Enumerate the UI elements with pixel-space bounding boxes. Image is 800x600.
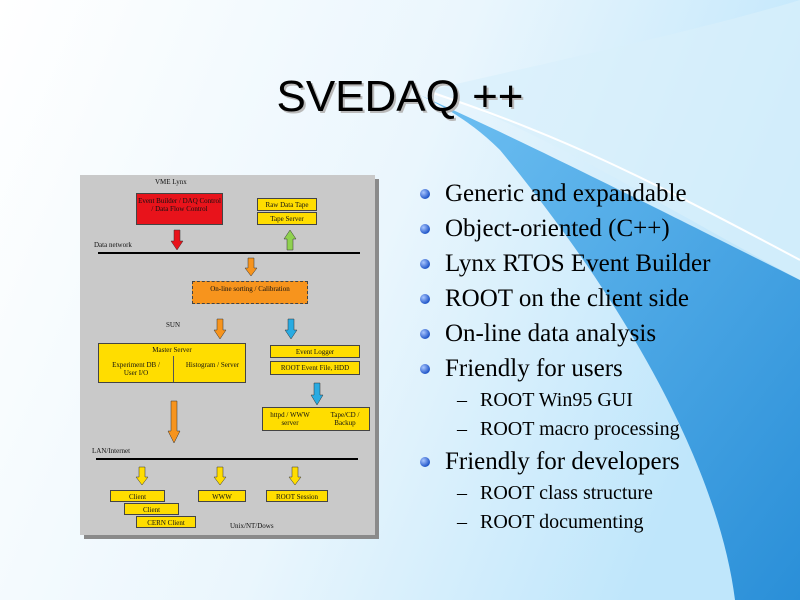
architecture-diagram: VME Lynx Event Builder / DAQ Control / D… [80, 175, 375, 535]
sub-bullet-item: –ROOT Win95 GUI [420, 386, 790, 415]
arrow-down-icon [135, 466, 149, 486]
data-network-line [98, 252, 360, 254]
raw-data-tape-box: Raw Data Tape [257, 198, 317, 211]
tape-backup-label: Tape/CD / Backup [330, 411, 360, 427]
arrow-down-icon [284, 318, 298, 340]
divider [173, 356, 174, 382]
unix-nt-label: Unix/NT/Dows [230, 522, 274, 530]
tape-server-box: Tape Server [257, 212, 317, 225]
bullet-item: Generic and expandable [420, 176, 790, 211]
arrow-down-icon [170, 229, 184, 251]
www-server-box: httpd / WWW server Tape/CD / Backup [262, 407, 370, 431]
bullet-dot-icon [420, 364, 430, 374]
data-network-label: Data network [94, 241, 132, 249]
bullet-text: ROOT on the client side [445, 285, 689, 312]
root-session-box: ROOT Session [266, 490, 328, 502]
sub-bullet-text: ROOT documenting [480, 511, 644, 533]
client-box: Client [124, 503, 179, 515]
bullet-list: Generic and expandable Object-oriented (… [420, 176, 790, 537]
arrow-down-icon [288, 466, 302, 486]
bullet-dot-icon [420, 329, 430, 339]
client-box: Client [110, 490, 165, 502]
www-server-label: httpd / WWW server [270, 411, 310, 427]
cern-client-box: CERN Client [136, 516, 196, 528]
sub-bullet-item: –ROOT class structure [420, 479, 790, 508]
sub-bullet-item: –ROOT documenting [420, 508, 790, 537]
bullet-text: On-line data analysis [445, 320, 657, 347]
bullet-dot-icon [420, 259, 430, 269]
sub-bullet-text: ROOT class structure [480, 482, 653, 504]
arrow-down-icon [310, 382, 324, 406]
arrow-down-icon [244, 257, 258, 277]
vme-lynx-label: VME Lynx [155, 178, 187, 186]
arrow-up-icon [283, 229, 297, 251]
online-sorting-box: On-line sorting / Calibration [192, 281, 308, 304]
bullet-text: Friendly for users [445, 355, 623, 382]
arrow-down-icon [167, 400, 181, 444]
dash-icon: – [457, 389, 467, 411]
event-logger-box: Event Logger [270, 345, 360, 358]
lan-internet-label: LAN/Internet [92, 447, 131, 455]
sub-bullet-text: ROOT Win95 GUI [480, 389, 633, 411]
bullet-dot-icon [420, 224, 430, 234]
bullet-item: Friendly for users [420, 351, 790, 386]
experiment-db-label: Experiment DB / User I/O [112, 361, 160, 377]
lan-line [96, 458, 358, 460]
bullet-item: On-line data analysis [420, 316, 790, 351]
dash-icon: – [457, 511, 467, 533]
bullet-text: Friendly for developers [445, 448, 680, 475]
arrow-down-icon [213, 318, 227, 340]
bullet-item: Object-oriented (C++) [420, 211, 790, 246]
bullet-item: Lynx RTOS Event Builder [420, 246, 790, 281]
bullet-text: Lynx RTOS Event Builder [445, 250, 711, 277]
sun-label: SUN [166, 321, 181, 329]
bullet-dot-icon [420, 294, 430, 304]
arrow-down-icon [213, 466, 227, 486]
event-builder-box: Event Builder / DAQ Control / Data Flow … [136, 193, 223, 225]
dash-icon: – [457, 418, 467, 440]
bullet-text: Object-oriented (C++) [445, 215, 670, 242]
www-box: WWW [198, 490, 246, 502]
slide-title: SVEDAQ ++ [276, 72, 524, 121]
bullet-item: ROOT on the client side [420, 281, 790, 316]
master-server-label: Master Server [152, 346, 192, 354]
root-event-file-box: ROOT Event File, HDD [270, 361, 360, 375]
dash-icon: – [457, 482, 467, 504]
bullet-dot-icon [420, 189, 430, 199]
sub-bullet-item: –ROOT macro processing [420, 415, 790, 444]
master-server-box: Master Server Experiment DB / User I/O H… [98, 343, 246, 383]
bullet-text: Generic and expandable [445, 180, 687, 207]
bullet-dot-icon [420, 457, 430, 467]
histogram-server-label: Histogram / Server [185, 361, 240, 369]
sub-bullet-text: ROOT macro processing [480, 418, 680, 440]
bullet-item: Friendly for developers [420, 444, 790, 479]
